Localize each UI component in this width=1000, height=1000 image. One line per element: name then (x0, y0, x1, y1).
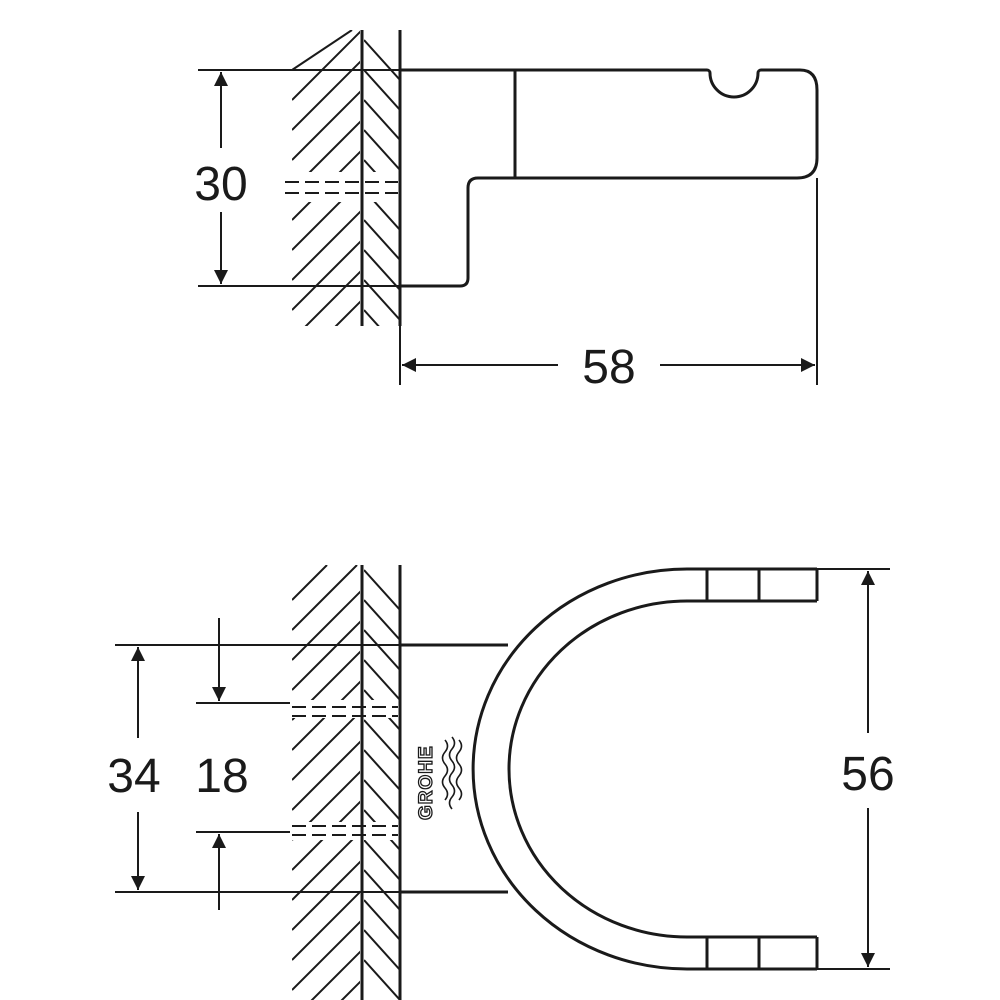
outer-mount-dimension-label: 34 (107, 750, 160, 803)
u-hook-inner (507, 599, 817, 939)
inner-mount-dimension-label: 18 (195, 750, 248, 803)
side-view: 30 58 (194, 30, 819, 394)
front-view: GROHE 34 18 56 (107, 565, 895, 1000)
waves-icon (441, 736, 463, 810)
u-hook-outer (471, 567, 817, 971)
height-dimension-label: 30 (194, 158, 247, 211)
mount-plate (400, 643, 508, 894)
wall-hatching-bottom (292, 565, 360, 1000)
grohe-logo-text: GROHE (416, 745, 437, 820)
overall-height-dimension-label: 56 (841, 748, 894, 801)
hook-side-profile (400, 68, 819, 288)
grohe-logo: GROHE (415, 736, 463, 821)
hook-tips (705, 569, 819, 969)
depth-dimension-label: 58 (582, 341, 635, 394)
